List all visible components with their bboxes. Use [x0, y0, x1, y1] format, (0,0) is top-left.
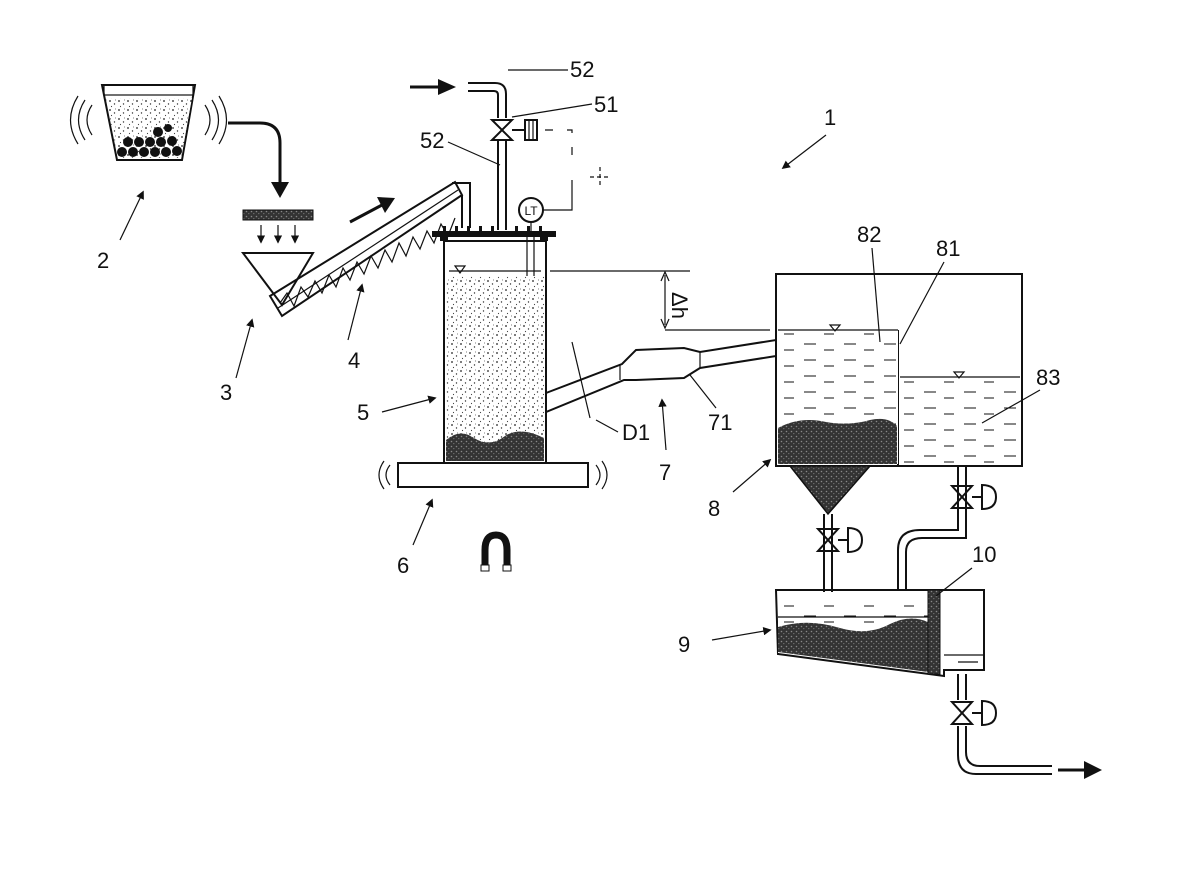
- magnet-icon: [480, 531, 512, 572]
- label-7-pointer: [658, 398, 667, 451]
- vibration-waves-icon-base: [378, 460, 608, 490]
- label-feed-container: 2: [97, 248, 109, 273]
- label-collection-tank: 9: [678, 632, 690, 657]
- reactor-lid-bolts: [443, 226, 542, 231]
- label-hopper: 3: [220, 380, 232, 405]
- leader-51: [511, 103, 593, 118]
- outlet-pipe: [957, 726, 1052, 775]
- label-compartment-83: 83: [1036, 365, 1060, 390]
- label-9-pointer: [711, 627, 772, 641]
- leader-10: [935, 567, 973, 597]
- label-delta-h: Δh: [667, 292, 692, 319]
- label-3-pointer: [235, 318, 255, 379]
- level-difference-dimension: [550, 270, 770, 331]
- control-signal-line: [543, 129, 610, 211]
- label-1-pointer: [781, 134, 827, 170]
- label-vibrating-base: 6: [397, 553, 409, 578]
- water-inlet-pipe: [468, 82, 507, 230]
- label-compartment-81: 81: [936, 236, 960, 261]
- label-5-pointer: [381, 395, 437, 413]
- feed-container: [100, 84, 197, 161]
- label-8-pointer: [732, 458, 772, 493]
- outlet-arrow-icon: [1058, 761, 1102, 779]
- label-pipe-52-top: 52: [570, 57, 594, 82]
- vibration-waves-icon: [69, 95, 228, 145]
- label-system: 1: [824, 105, 836, 130]
- label-reactor: 5: [357, 400, 369, 425]
- label-2-pointer: [119, 190, 144, 241]
- feed-pellets: [117, 124, 182, 157]
- reactor-column: [432, 226, 556, 464]
- leader-52-left: [447, 141, 501, 166]
- collection-tank: [774, 589, 985, 700]
- valve-icon-overflow: [949, 483, 998, 511]
- valve-icon-outlet: [949, 699, 998, 727]
- leader-71: [689, 374, 717, 409]
- label-4-pointer: [347, 283, 365, 341]
- label-compartment-82: 82: [857, 222, 881, 247]
- vibrating-base: [397, 462, 589, 488]
- water-inlet-arrow-icon: [410, 79, 456, 95]
- label-filter-10: 10: [972, 542, 996, 567]
- feed-arrow-icon: [228, 121, 289, 198]
- d1-marker: [571, 341, 591, 419]
- settling-tank: [775, 273, 1023, 592]
- conveyor-direction-arrow-icon: [349, 197, 395, 224]
- lt-text: LT: [524, 204, 538, 218]
- valve-icon: [489, 119, 538, 141]
- label-screw-conveyor: 4: [348, 348, 360, 373]
- label-valve-51: 51: [594, 92, 618, 117]
- valve-icon-sludge: [815, 526, 864, 554]
- label-d1: D1: [622, 420, 650, 445]
- label-pipe-52-left: 52: [420, 128, 444, 153]
- leader-d1: [595, 419, 619, 433]
- leader-83: [981, 389, 1041, 424]
- leader-82: [871, 247, 881, 343]
- leader-81: [899, 261, 945, 345]
- label-discharge-pipe: 7: [659, 460, 671, 485]
- overflow-pipe: [897, 466, 967, 590]
- label-section-71: 71: [708, 410, 732, 435]
- label-6-pointer: [412, 498, 434, 546]
- label-settling-tank: 8: [708, 496, 720, 521]
- screw-conveyor: [268, 180, 471, 318]
